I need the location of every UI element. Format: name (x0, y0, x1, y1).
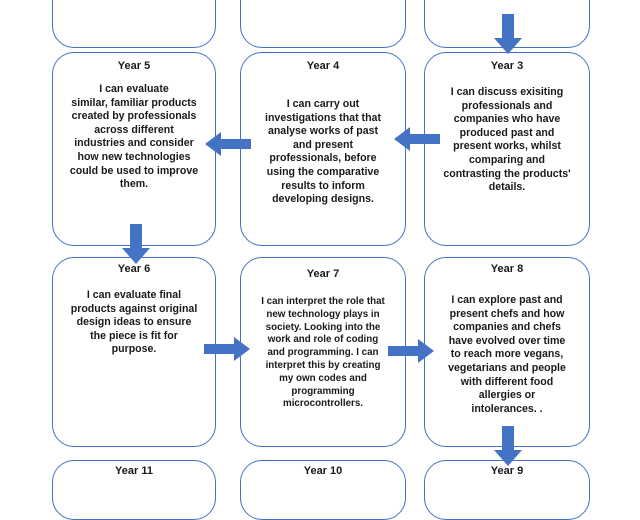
card-text-line: results to inform (281, 179, 365, 192)
card-text-line: how new technologies (77, 150, 191, 163)
card-top-left (52, 0, 216, 48)
card-text-line: companies and chefs (453, 321, 561, 334)
card-text: I can explore past and present chefs and… (431, 294, 583, 416)
card-text-line: developing designs. (272, 193, 374, 206)
card-text-line: my own codes and (279, 372, 367, 384)
card-text-line: could be used to improve (69, 164, 199, 177)
card-year-4: Year 4 I can carry out investigations th… (240, 52, 406, 246)
arrow-left-icon (394, 127, 440, 151)
card-text-line: created by professionals (71, 110, 197, 123)
card-text-line: and programming. I can (267, 347, 379, 359)
arrow-left-icon (205, 132, 251, 156)
card-text-line: professionals, before (269, 152, 377, 165)
card-text: I can evaluate similar, familiar product… (59, 83, 209, 192)
card-text-line: produced past and (459, 126, 555, 139)
card-text-line: I can carry out (286, 98, 360, 110)
card-text-line: society. Looking into the (265, 321, 381, 333)
card-title: Year 8 (490, 263, 524, 275)
card-text-line: I can explore past and (451, 294, 563, 306)
card-text-line: present works, whilst (453, 140, 561, 153)
card-year-5: Year 5 I can evaluate similar, familiar … (52, 52, 216, 246)
card-text-line: analyse works of past (267, 125, 379, 138)
card-year-7: Year 7 I can interpret the role that new… (240, 257, 406, 447)
card-text-line: them. (119, 178, 149, 191)
card-title: Year 9 (490, 465, 524, 477)
arrow-down-icon (122, 224, 150, 264)
card-text-line: similar, familiar products (71, 96, 197, 109)
card-text-line: comparing and (469, 153, 545, 166)
card-text-line: present chefs and how (449, 307, 565, 320)
card-title: Year 3 (490, 60, 524, 72)
card-year-3: Year 3 I can discuss exisiting professio… (424, 52, 590, 246)
card-year-9: Year 9 (424, 460, 590, 520)
card-text-line: I can evaluate final (86, 289, 182, 301)
card-text: I can carry out investigations that that… (247, 98, 399, 207)
card-text-line: I can interpret the role that (261, 296, 385, 307)
card-text-line: I can discuss exisiting (450, 86, 564, 98)
card-year-8: Year 8 I can explore past and present ch… (424, 257, 590, 447)
card-title: Year 10 (303, 465, 343, 477)
card-text-line: have evolved over time (448, 334, 566, 347)
card-top-middle (240, 0, 406, 48)
card-text-line: purpose. (111, 343, 157, 356)
card-text-line: vegetarians and people (448, 361, 566, 374)
card-text-line: and present (292, 138, 354, 151)
card-text-line: companies who have (453, 113, 561, 126)
card-title: Year 7 (306, 268, 340, 280)
arrow-right-icon (388, 339, 434, 363)
arrow-right-icon (204, 337, 250, 361)
card-title: Year 5 (117, 60, 151, 72)
card-text-line: interpret this by creating (265, 359, 381, 371)
card-text: I can evaluate final products against or… (59, 289, 209, 357)
card-text: I can interpret the role that new techno… (247, 296, 399, 411)
card-text-line: microcontrollers. (282, 398, 364, 410)
card-text-line: across different (94, 123, 174, 136)
card-title: Year 4 (306, 60, 340, 72)
card-year-6: Year 6 I can evaluate final products aga… (52, 257, 216, 447)
card-text-line: industries and consider (74, 137, 194, 150)
card-text-line: contrasting the products' (443, 167, 571, 180)
card-text-line: with different food (460, 375, 554, 388)
card-text-line: using the comparative (266, 165, 380, 178)
card-text-line: design ideas to ensure (76, 316, 192, 329)
card-text-line: details. (488, 181, 526, 194)
card-text-line: the piece is fit for (90, 329, 178, 342)
card-title: Year 11 (115, 465, 153, 477)
card-year-10: Year 10 (240, 460, 406, 520)
card-text-line: to reach more vegans, (450, 348, 564, 361)
card-title: Year 6 (117, 263, 151, 275)
card-text-line: work and role of coding (267, 334, 379, 346)
card-text-line: allergies or (478, 389, 536, 402)
card-text-line: programming (291, 385, 355, 397)
card-text-line: professionals and (461, 99, 553, 112)
card-text-line: intolerances. . (471, 402, 543, 415)
card-text-line: I can evaluate (99, 83, 169, 95)
card-text: I can discuss exisiting professionals an… (431, 86, 583, 195)
card-year-11: Year 11 (52, 460, 216, 520)
arrow-down-icon (494, 14, 522, 54)
arrow-down-icon (494, 426, 522, 466)
card-text-line: products against original (70, 302, 198, 315)
card-text-line: new technology plays in (266, 308, 380, 320)
card-text-line: investigations that that (265, 111, 381, 124)
